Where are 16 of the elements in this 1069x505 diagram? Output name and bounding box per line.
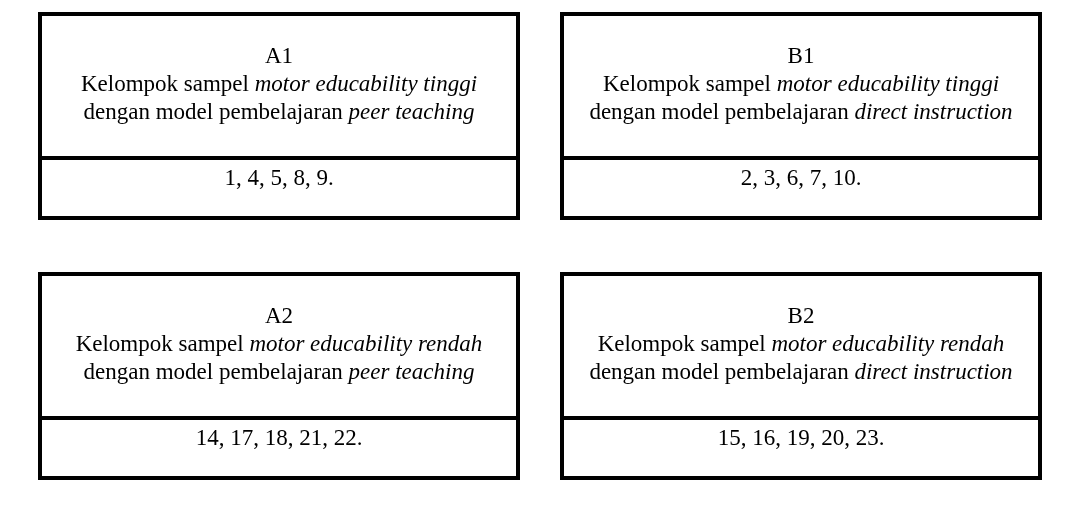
group-box (38, 272, 520, 480)
group-code: A2 (264, 302, 294, 330)
group-description: Kelompok sampel motor educability tinggi dengan model pembelajaran direct instruction (588, 70, 1014, 126)
sample-numbers: 1, 4, 5, 8, 9. (224, 164, 334, 192)
sample-numbers: 15, 16, 19, 20, 23. (717, 424, 885, 452)
group-box (38, 12, 520, 220)
sample-numbers: 2, 3, 6, 7, 10. (740, 164, 862, 192)
group-description: Kelompok sampel motor educability tinggi dengan model pembelajaran peer teaching (79, 70, 479, 126)
group-box (560, 272, 1042, 480)
group-code: B1 (787, 42, 815, 70)
group-code: A1 (264, 42, 294, 70)
group-code: B2 (787, 302, 815, 330)
group-description: Kelompok sampel motor educability rendah dengan model pembelajaran direct instruction (588, 330, 1014, 386)
sample-numbers: 14, 17, 18, 21, 22. (195, 424, 363, 452)
group-box (560, 12, 1042, 220)
group-description: Kelompok sampel motor educability rendah dengan model pembelajaran peer teaching (74, 330, 484, 386)
